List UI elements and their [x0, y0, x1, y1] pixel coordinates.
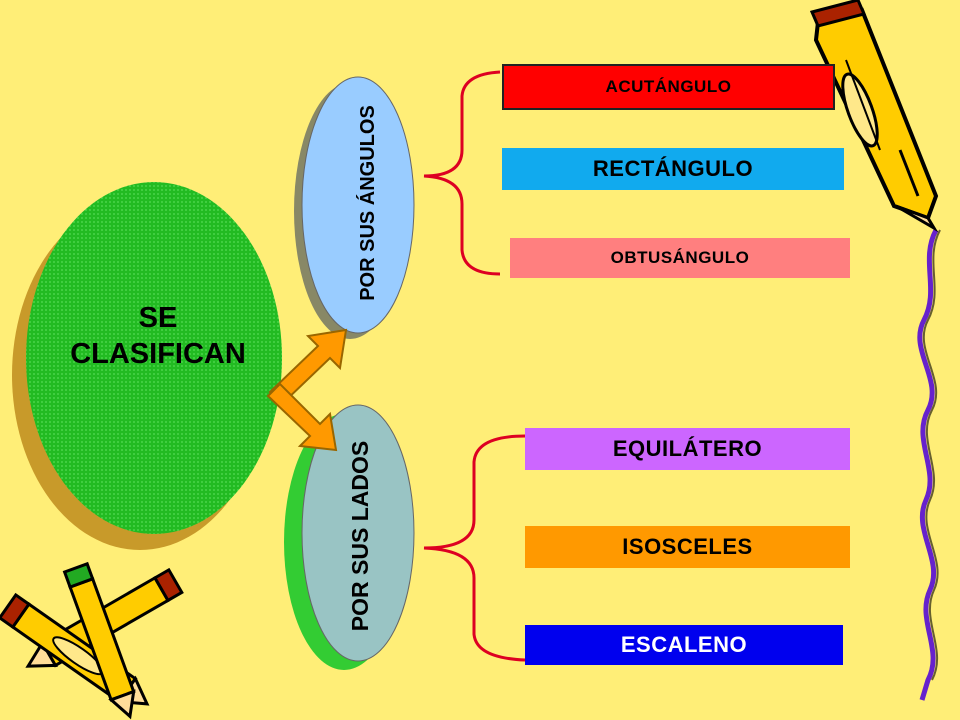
box-rectangulo: RECTÁNGULO: [502, 148, 844, 190]
angles-bracket: [423, 70, 501, 276]
angles-oval: [294, 76, 415, 339]
box-obtusangulo: OBTUSÁNGULO: [510, 238, 850, 278]
sides-oval: [284, 404, 415, 670]
arrow-down: [266, 382, 338, 452]
box-equilatero: EQUILÁTERO: [525, 428, 850, 470]
box-acutangulo: ACUTÁNGULO: [502, 64, 835, 110]
sides-bracket: [423, 434, 526, 662]
angles-oval-label: POR SUS ÁNGULOS: [356, 105, 379, 301]
wavy-deco-line: [917, 228, 939, 701]
box-isosceles: ISOSCELES: [525, 526, 850, 568]
crossed-pencils-icon: [0, 561, 184, 720]
center-label-line1: SE: [138, 302, 178, 334]
box-escaleno: ESCALENO: [525, 625, 843, 665]
center-label: SE CLASIFICAN: [58, 300, 258, 372]
center-label-line2: CLASIFICAN: [70, 338, 246, 370]
pencil-icon: [809, 0, 939, 233]
center-circle: [12, 182, 282, 550]
sides-oval-label: POR SUS LADOS: [346, 440, 373, 632]
